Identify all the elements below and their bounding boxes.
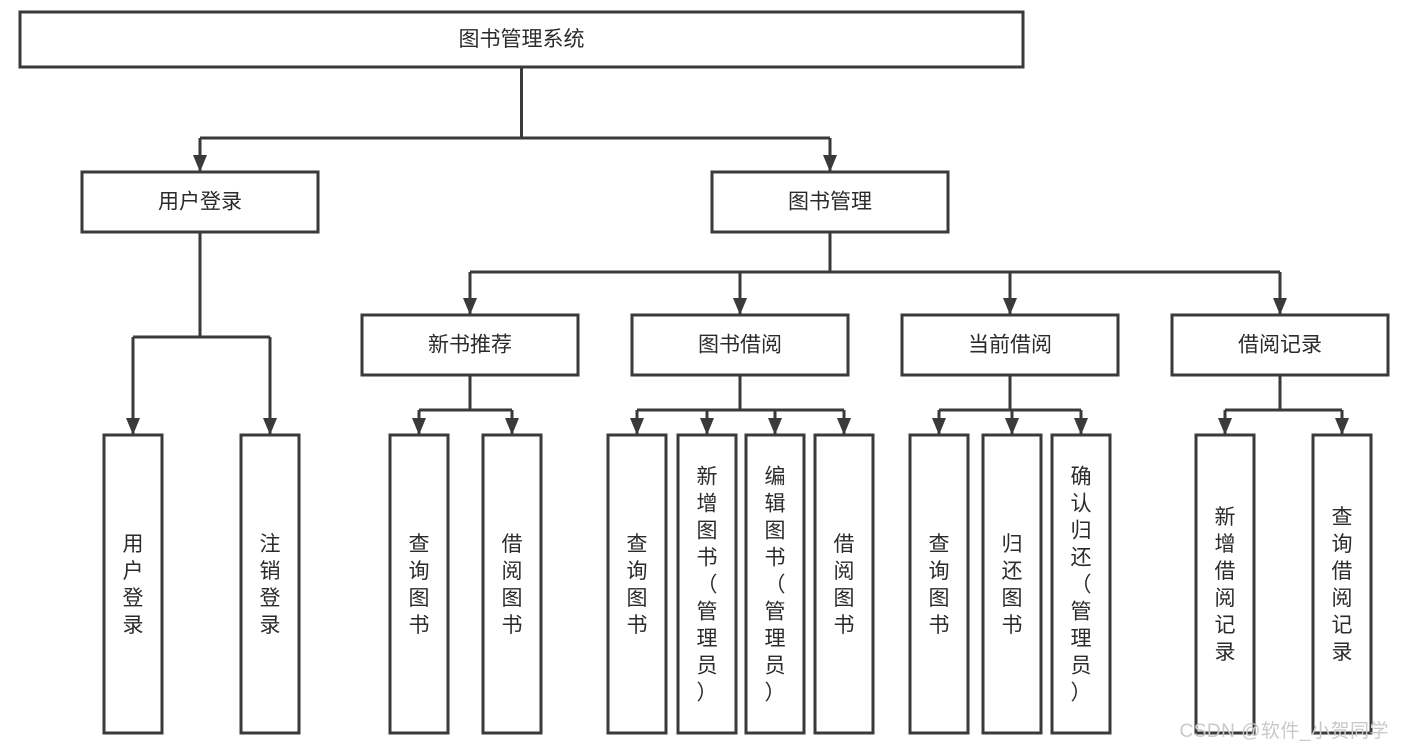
node-leaf-add-record-box[interactable]	[1194, 433, 1256, 735]
node-new-book-recommend-label: 新书推荐	[428, 334, 512, 357]
node-leaf-edit-book[interactable]: 编辑图书（管理员）	[744, 433, 806, 735]
node-book-borrow-label: 图书借阅	[698, 334, 782, 357]
node-leaf-add-book[interactable]: 新增图书（管理员）	[676, 433, 738, 735]
node-leaf-query-book-2-box[interactable]	[606, 433, 668, 735]
watermark-text: CSDN @软件_小贺同学	[1179, 721, 1389, 742]
node-borrow-record-box[interactable]	[1170, 313, 1390, 377]
arrow-head-icon	[932, 418, 946, 435]
node-leaf-confirm-return-label: 确认归还（管理员）	[1071, 466, 1092, 705]
arrow-head-icon	[193, 155, 207, 172]
node-leaf-query-book-3-box[interactable]	[908, 433, 970, 735]
arrow-head-icon	[1074, 418, 1088, 435]
node-book-manage-box[interactable]	[710, 170, 950, 234]
node-user-login[interactable]: 用户登录	[80, 170, 320, 234]
node-book-manage-label: 图书管理	[788, 191, 872, 214]
node-leaf-edit-book-box[interactable]	[744, 433, 806, 735]
node-leaf-query-book-3-label: 查询图书	[929, 533, 950, 637]
node-leaf-query-record-box[interactable]	[1311, 433, 1373, 735]
node-current-borrow-box[interactable]	[900, 313, 1120, 377]
node-leaf-user-login-box[interactable]	[102, 433, 164, 735]
node-leaf-add-book-label: 新增图书（管理员）	[697, 466, 718, 705]
node-book-manage[interactable]: 图书管理	[710, 170, 950, 234]
node-leaf-query-book-2[interactable]: 查询图书	[606, 433, 668, 735]
arrow-head-icon	[837, 418, 851, 435]
arrow-head-icon	[700, 418, 714, 435]
connector-layer	[126, 67, 1349, 435]
arrow-head-icon	[823, 155, 837, 172]
node-leaf-confirm-return[interactable]: 确认归还（管理员）	[1050, 433, 1112, 735]
node-leaf-borrow-book-2-label: 借阅图书	[834, 533, 855, 637]
node-leaf-logout-label: 注销登录	[260, 533, 281, 637]
node-book-borrow[interactable]: 图书借阅	[630, 313, 850, 377]
node-borrow-record[interactable]: 借阅记录	[1170, 313, 1390, 377]
arrow-head-icon	[505, 418, 519, 435]
node-leaf-add-record-label: 新增借阅记录	[1215, 506, 1236, 664]
node-leaf-return-book-label: 归还图书	[1002, 533, 1023, 637]
arrow-head-icon	[1005, 418, 1019, 435]
node-leaf-query-book-1-box[interactable]	[388, 433, 450, 735]
node-leaf-query-book-1-label: 查询图书	[409, 533, 430, 637]
node-leaf-query-book-1[interactable]: 查询图书	[388, 433, 450, 735]
node-new-book-recommend[interactable]: 新书推荐	[360, 313, 580, 377]
node-leaf-confirm-return-box[interactable]	[1050, 433, 1112, 735]
node-leaf-return-book[interactable]: 归还图书	[981, 433, 1043, 735]
node-leaf-logout-box[interactable]	[239, 433, 301, 735]
node-leaf-borrow-book-2-box[interactable]	[813, 433, 875, 735]
arrow-head-icon	[768, 418, 782, 435]
node-leaf-query-record-label: 查询借阅记录	[1332, 506, 1353, 664]
arrow-head-icon	[630, 418, 644, 435]
node-leaf-query-book-2-label: 查询图书	[627, 533, 648, 637]
node-leaf-borrow-book-1[interactable]: 借阅图书	[481, 433, 543, 735]
node-new-book-recommend-box[interactable]	[360, 313, 580, 377]
arrow-head-icon	[1218, 418, 1232, 435]
node-user-login-label: 用户登录	[158, 191, 242, 214]
node-current-borrow-label: 当前借阅	[968, 334, 1052, 357]
arrow-head-icon	[126, 418, 140, 435]
node-leaf-add-book-box[interactable]	[676, 433, 738, 735]
node-leaf-user-login-label: 用户登录	[123, 533, 144, 637]
arrow-head-icon	[1003, 298, 1017, 315]
node-root-system[interactable]: 图书管理系统	[18, 10, 1025, 69]
arrow-head-icon	[463, 298, 477, 315]
node-borrow-record-label: 借阅记录	[1238, 334, 1322, 357]
arrow-head-icon	[412, 418, 426, 435]
node-leaf-edit-book-label: 编辑图书（管理员）	[765, 466, 786, 705]
arrow-head-icon	[1273, 298, 1287, 315]
node-root-system-box[interactable]	[18, 10, 1025, 69]
node-leaf-borrow-book-1-label: 借阅图书	[502, 533, 523, 637]
arrow-head-icon	[263, 418, 277, 435]
node-leaf-borrow-book-1-box[interactable]	[481, 433, 543, 735]
node-layer: 图书管理系统用户登录图书管理新书推荐图书借阅当前借阅借阅记录用户登录注销登录查询…	[18, 10, 1390, 735]
node-current-borrow[interactable]: 当前借阅	[900, 313, 1120, 377]
arrow-head-icon	[733, 298, 747, 315]
node-user-login-box[interactable]	[80, 170, 320, 234]
node-leaf-add-record[interactable]: 新增借阅记录	[1194, 433, 1256, 735]
arrow-head-icon	[1335, 418, 1349, 435]
node-leaf-query-record[interactable]: 查询借阅记录	[1311, 433, 1373, 735]
node-leaf-borrow-book-2[interactable]: 借阅图书	[813, 433, 875, 735]
node-book-borrow-box[interactable]	[630, 313, 850, 377]
node-leaf-user-login[interactable]: 用户登录	[102, 433, 164, 735]
node-leaf-logout[interactable]: 注销登录	[239, 433, 301, 735]
node-root-system-label: 图书管理系统	[459, 28, 585, 51]
node-leaf-return-book-box[interactable]	[981, 433, 1043, 735]
node-leaf-query-book-3[interactable]: 查询图书	[908, 433, 970, 735]
